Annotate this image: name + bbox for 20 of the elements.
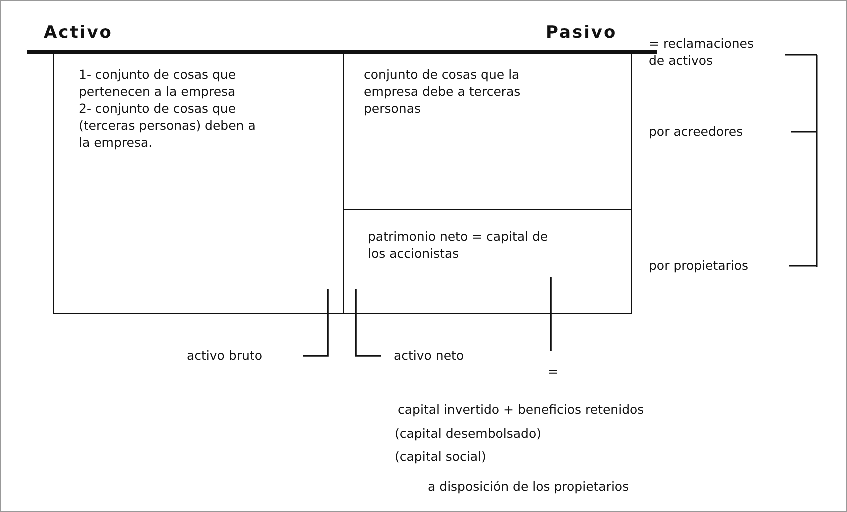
leader-line (550, 277, 552, 351)
column-heading: Activo (44, 23, 113, 43)
term-label: activo bruto (187, 347, 262, 364)
note-text: (capital desembolsado) (395, 425, 542, 442)
column-heading: Pasivo (546, 23, 618, 43)
description-text: 2- conjunto de cosas que (terceras personas) deben a la empresa. (79, 100, 257, 151)
leader-line (303, 289, 329, 357)
equity-box (343, 209, 632, 314)
term-label: activo neto (394, 347, 464, 364)
note-text: por propietarios (649, 257, 749, 274)
description-text: conjunto de cosas que la empresa debe a terceras personas (364, 66, 522, 117)
note-text: capital invertido + beneficios retenidos (398, 401, 644, 418)
note-text: = reclamaciones de activos (649, 35, 755, 69)
leader-line (355, 289, 381, 357)
note-text: por acreedores (649, 123, 744, 140)
note-text: (capital social) (395, 448, 486, 465)
description-text: patrimonio neto = capital de los accionistas (368, 228, 550, 262)
note-text: a disposición de los propietarios (428, 478, 630, 495)
description-text: 1- conjunto de cosas que pertenecen a la empresa (79, 66, 238, 100)
equals-sign: = (548, 363, 558, 380)
